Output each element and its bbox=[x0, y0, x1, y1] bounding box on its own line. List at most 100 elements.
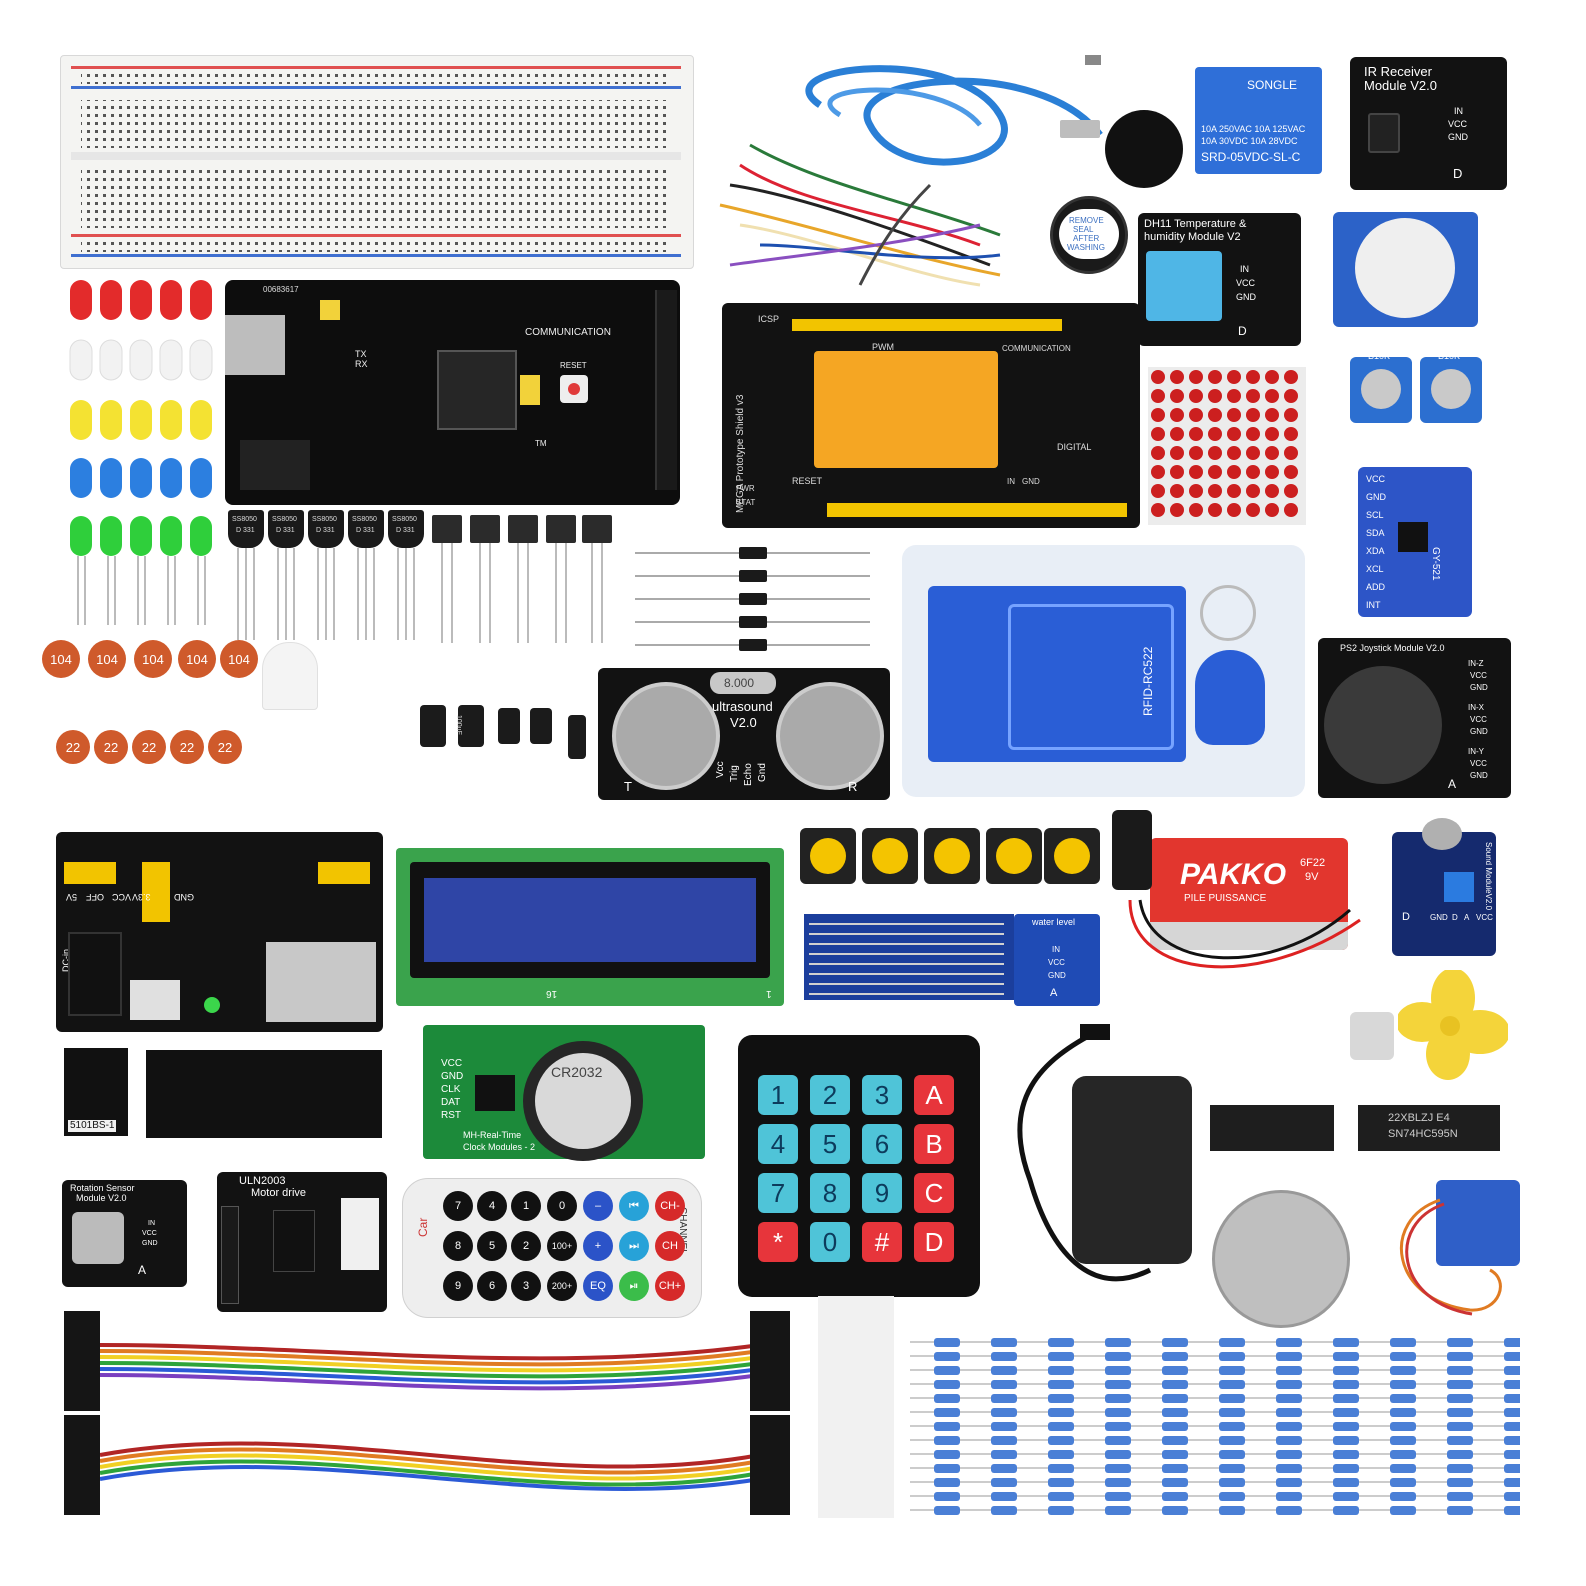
shield-title: MEGA Prototype Shield v3 bbox=[735, 394, 746, 513]
ir-btn-200plus[interactable]: 200+ bbox=[547, 1271, 577, 1301]
ultrasound-r: R bbox=[848, 779, 858, 794]
ceramic-capacitors: 104 104 104 104 104 22 22 22 22 22 bbox=[42, 640, 272, 850]
ir-btn-9[interactable]: 9 bbox=[443, 1271, 473, 1301]
power-label-33v: 3.3V bbox=[132, 892, 151, 902]
key-c[interactable]: C bbox=[914, 1173, 954, 1213]
key-6[interactable]: 6 bbox=[862, 1124, 902, 1164]
cap-22-5: 22 bbox=[217, 739, 233, 755]
ir-btn-eq[interactable]: EQ bbox=[583, 1271, 613, 1301]
ir-btn-100plus[interactable]: 100+ bbox=[547, 1231, 577, 1261]
resistor-array bbox=[910, 1335, 1520, 1515]
rtc-subtitle: Clock Modules - 2 bbox=[463, 1142, 536, 1152]
relay-brand: SONGLE bbox=[1247, 78, 1298, 92]
water-level-sensor: water level IN VCC GND A bbox=[804, 914, 1100, 1006]
ir-receiver-pin-vcc: VCC bbox=[1448, 119, 1468, 129]
relay-line2: 10A 30VDC 10A 28VDC bbox=[1201, 136, 1298, 146]
uln2003-module: ULN2003 Motor drive bbox=[217, 1172, 387, 1312]
lcd-screen bbox=[424, 878, 756, 962]
ir-btn-7[interactable]: 7 bbox=[443, 1191, 473, 1221]
ir-btn-2[interactable]: 2 bbox=[511, 1231, 541, 1261]
mega-board-id: 00683617 bbox=[263, 285, 299, 294]
ir-remote-brand: Car bbox=[416, 1217, 430, 1237]
cap-104-4: 104 bbox=[186, 651, 208, 667]
rotation-subtitle: Module V2.0 bbox=[76, 1193, 127, 1203]
joystick-pin-inz: IN-Z bbox=[1468, 659, 1484, 668]
voltage-regulators bbox=[432, 515, 612, 645]
key-hash[interactable]: # bbox=[862, 1222, 902, 1262]
ir-btn-ch-plus[interactable]: CH+ bbox=[655, 1271, 685, 1301]
potentiometer-2 bbox=[1420, 357, 1482, 423]
key-b[interactable]: B bbox=[914, 1124, 954, 1164]
key-8[interactable]: 8 bbox=[810, 1173, 850, 1213]
key-4[interactable]: 4 bbox=[758, 1124, 798, 1164]
joystick-title: PS2 Joystick Module V2.0 bbox=[1340, 643, 1445, 653]
transistor-4-sub: D 331 bbox=[356, 527, 375, 534]
ultrasonic-sensor: 8.000 ultrasound V2.0 Vcc Trig Echo Gnd … bbox=[598, 668, 890, 800]
ir-btn-4[interactable]: 4 bbox=[477, 1191, 507, 1221]
transistor-2-sub: D 331 bbox=[276, 527, 295, 534]
shield-stat: STAT bbox=[736, 498, 756, 507]
water-level-title: water level bbox=[1032, 917, 1076, 927]
power-supply-module: 3.3V 5V OFF VCC GND DC-in bbox=[56, 832, 383, 1032]
dht11-pin-gnd: GND bbox=[1236, 292, 1256, 302]
key-a[interactable]: A bbox=[914, 1075, 954, 1115]
joystick-module: PS2 Joystick Module V2.0 IN-Z VCC GND IN… bbox=[1318, 638, 1511, 798]
power-label-vcc: VCC bbox=[112, 892, 132, 902]
diodes bbox=[635, 547, 870, 651]
key-0[interactable]: 0 bbox=[810, 1222, 850, 1262]
fan-propeller bbox=[1398, 970, 1508, 1080]
ir-btn-1[interactable]: 1 bbox=[511, 1191, 541, 1221]
ir-btn-0[interactable]: 0 bbox=[547, 1191, 577, 1221]
cap-22-4: 22 bbox=[179, 739, 195, 755]
ultrasound-title: ultrasound bbox=[712, 699, 773, 714]
transistor-1-sub: D 331 bbox=[236, 527, 255, 534]
buzzer-sticker-2: SEAL bbox=[1073, 225, 1094, 234]
shield-pwr: PWR bbox=[736, 484, 755, 493]
ir-btn-play[interactable]: ⏯ bbox=[619, 1271, 649, 1301]
key-star[interactable]: * bbox=[758, 1222, 798, 1262]
rtc-module: CR2032 VCC GND CLK DAT RST MH-Real-Time … bbox=[423, 1025, 705, 1161]
ultrasound-pin-vcc: Vcc bbox=[715, 761, 726, 778]
key-7[interactable]: 7 bbox=[758, 1173, 798, 1213]
shield-digital: DIGITAL bbox=[1057, 442, 1092, 452]
shield-in: IN bbox=[1007, 477, 1015, 486]
key-3[interactable]: 3 bbox=[862, 1075, 902, 1115]
sound-module-pin-gnd: GND bbox=[1430, 913, 1448, 922]
sound-module-title: Sound ModuleV2.0 bbox=[1484, 842, 1493, 911]
rotation-mark: A bbox=[138, 1263, 147, 1277]
key-5[interactable]: 5 bbox=[810, 1124, 850, 1164]
power-label-5v: 5V bbox=[66, 892, 78, 902]
cap-100uf-label: 100uF bbox=[455, 715, 462, 735]
ir-btn-prev[interactable]: ⏮ bbox=[619, 1191, 649, 1221]
rfid-name: RFID-RC522 bbox=[1141, 646, 1155, 716]
key-d[interactable]: D bbox=[914, 1222, 954, 1262]
key-9[interactable]: 9 bbox=[862, 1173, 902, 1213]
ir-btn-minus[interactable]: – bbox=[583, 1191, 613, 1221]
ir-btn-3[interactable]: 3 bbox=[511, 1271, 541, 1301]
shield-pwm: PWM bbox=[872, 342, 894, 352]
ir-btn-6[interactable]: 6 bbox=[477, 1271, 507, 1301]
rtc-pin-dat: DAT bbox=[441, 1097, 461, 1108]
rotation-pin-in: IN bbox=[148, 1220, 155, 1227]
rotation-title: Rotation Sensor bbox=[70, 1183, 135, 1193]
key-1[interactable]: 1 bbox=[758, 1075, 798, 1115]
ir-btn-ch-minus[interactable]: CH- bbox=[655, 1191, 685, 1221]
transistor-3-sub: D 331 bbox=[316, 527, 335, 534]
ultrasound-pin-echo: Echo bbox=[743, 763, 754, 786]
ir-btn-plus[interactable]: + bbox=[583, 1231, 613, 1261]
key-2[interactable]: 2 bbox=[810, 1075, 850, 1115]
dc-plug bbox=[1112, 810, 1152, 890]
usb-cable-and-jumpers bbox=[719, 55, 1103, 287]
mega-label-rx: RX bbox=[355, 359, 368, 369]
keypad-ribbon bbox=[818, 1296, 894, 1518]
ir-btn-8[interactable]: 8 bbox=[443, 1231, 473, 1261]
joystick-pin-gnd2: GND bbox=[1470, 727, 1488, 736]
ir-btn-next[interactable]: ⏭ bbox=[619, 1231, 649, 1261]
joystick-pin-gnd3: GND bbox=[1470, 771, 1488, 780]
ir-btn-ch[interactable]: CH bbox=[655, 1231, 685, 1261]
buzzer-sticker-4: WASHING bbox=[1067, 243, 1105, 252]
lcd-pin-last: 1 bbox=[766, 988, 772, 999]
ir-btn-5[interactable]: 5 bbox=[477, 1231, 507, 1261]
ic-chip-1 bbox=[1210, 1105, 1334, 1151]
sound-module: Sound ModuleV2.0 D A GND VCC D bbox=[1392, 818, 1496, 956]
